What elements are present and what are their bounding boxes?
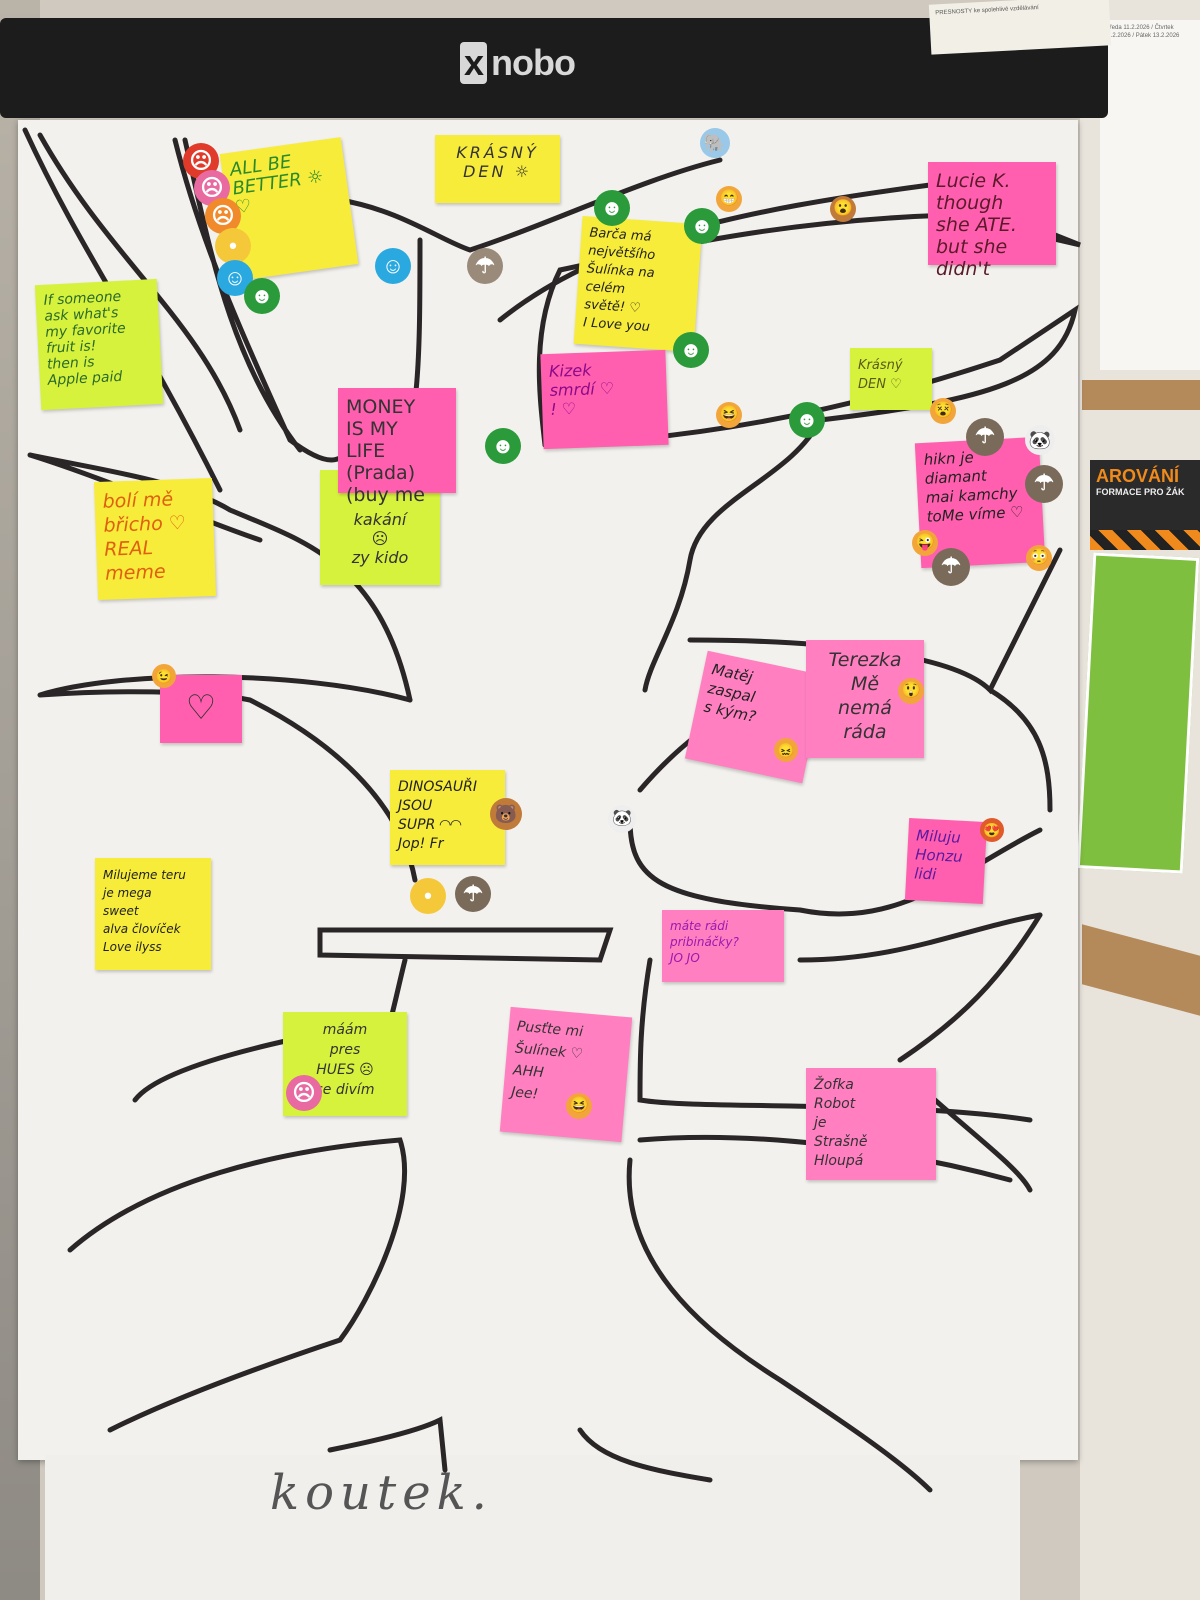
sticky-note: Kizek smrdí ♡ ! ♡	[540, 349, 669, 450]
happy-face-sticker-icon: ☻	[485, 428, 521, 464]
flipchart-header	[0, 18, 1108, 118]
logo-x-icon: x	[460, 42, 488, 84]
unhappy-face-sticker-icon: ☹	[205, 198, 241, 234]
happy-face-sticker-icon: ☻	[684, 208, 720, 244]
happy-face-sticker-icon: ☻	[244, 278, 280, 314]
emoji-sticker-icon: 😍	[980, 818, 1004, 842]
brand-name: nobo	[491, 42, 576, 83]
emoji-sticker-icon: 😵	[930, 398, 956, 424]
character-sticker-icon: ☂	[1025, 465, 1063, 503]
emoji-sticker-icon: 😆	[566, 1093, 592, 1119]
neutral-face-sticker-icon: •	[215, 228, 251, 264]
sticky-note: KRÁSNÝ DEN ☼	[435, 135, 560, 203]
sticky-note: Žofka Robot je Strašně Hloupá	[806, 1068, 936, 1180]
elephant-sticker-icon: 🐘	[700, 128, 730, 158]
warning-stripes	[1090, 530, 1200, 550]
sticky-note: Milujeme teru je mega sweet alva človíče…	[95, 858, 211, 970]
emoji-sticker-icon: 😜	[912, 530, 938, 556]
emoji-sticker-icon: 😳	[1026, 545, 1052, 571]
character-sticker-icon: ☂	[932, 548, 970, 586]
character-sticker-icon: ☂	[966, 418, 1004, 456]
warning-subtitle: FORMACE PRO ŽÁK	[1096, 487, 1185, 497]
sticky-note: bolí mě břicho ♡ REAL meme	[93, 477, 217, 601]
sticky-note: MONEY IS MY LIFE (Prada) (buy me	[338, 388, 456, 506]
emoji-sticker-icon: 😉	[152, 664, 176, 688]
smile-face-sticker-icon: ☺	[375, 248, 411, 284]
emoji-sticker-icon: 😖	[774, 738, 798, 762]
sticky-note: Pusťte mi Šulínek ♡ AHH Jee!	[499, 1006, 633, 1143]
emoji-sticker-icon: 😲	[898, 678, 924, 704]
happy-face-sticker-icon: ☻	[594, 190, 630, 226]
sticky-note: DINOSAUŘI JSOU SUPR ◠◠ Jop! Fr	[390, 770, 505, 865]
happy-face-sticker-icon: ☻	[673, 332, 709, 368]
happy-face-sticker-icon: ☻	[789, 402, 825, 438]
sticky-note: Miluju Honzu lidi	[904, 818, 988, 904]
sticky-note: máte rádi pribináčky? JO JO	[662, 910, 784, 982]
emoji-sticker-icon: 😮	[830, 196, 856, 222]
sticky-note: ♡	[160, 675, 242, 743]
character-sticker-icon: ☂	[467, 248, 503, 284]
sad-face-sticker-icon: ☹	[286, 1075, 322, 1111]
shelf	[1082, 380, 1200, 410]
notice-sheet: Středa 11.2.2026 / Čtvrtek 12.2.2026 / P…	[1100, 20, 1200, 370]
footer-label: koutek.	[270, 1465, 493, 1521]
sticky-note: Krásný DEN ♡	[850, 348, 932, 410]
panda-sticker-icon: 🐼	[608, 805, 636, 833]
panda-sticker-icon: 🐼	[1025, 425, 1055, 455]
emoji-sticker-icon: 😆	[716, 402, 742, 428]
neutral-face-sticker-icon: •	[410, 878, 446, 914]
sticky-note: Barča má největšího Šulínka na celém svě…	[573, 215, 703, 353]
bear-sticker-icon: 🐻	[490, 798, 522, 830]
character-sticker-icon: ☂	[455, 876, 491, 912]
sticky-note: If someone ask what's my favorite fruit …	[34, 278, 164, 411]
emoji-sticker-icon: 😁	[716, 186, 742, 212]
paper-sheet-below	[45, 1455, 1020, 1600]
warning-title: AROVÁNÍ	[1096, 466, 1180, 486]
sticky-note: Lucie K. though she ATE. but she didn't	[928, 162, 1056, 280]
